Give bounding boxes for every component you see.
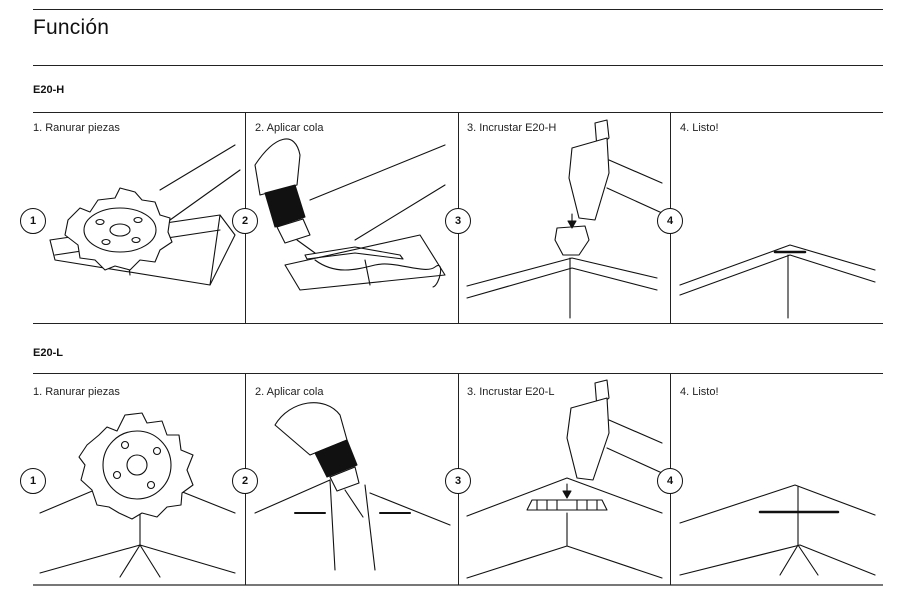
glue-bottle-icon — [254, 138, 446, 291]
step-label: 1. Ranurar piezas — [33, 122, 120, 134]
step-label: 4. Listo! — [680, 386, 719, 398]
step-label: 3. Incrustar E20-H — [467, 122, 557, 134]
finished-joint-icon — [679, 244, 876, 319]
grooving-cutter-icon — [49, 144, 241, 286]
finished-joint-icon — [679, 484, 876, 576]
step-number-badge: 2 — [232, 468, 258, 494]
grooving-cutter-icon — [39, 412, 236, 578]
hammer-connector-icon — [466, 379, 663, 579]
step-number-badge: 4 — [657, 468, 683, 494]
step-label: 3. Incrustar E20-L — [467, 386, 555, 398]
step-label: 1. Ranurar piezas — [33, 386, 120, 398]
section-title-e20-h: E20-H — [33, 84, 65, 96]
section-title-e20-l: E20-L — [33, 347, 63, 359]
section-bottom-rule-e20-l — [33, 584, 883, 586]
step-number-badge: 4 — [657, 208, 683, 234]
step-number-badge: 1 — [20, 208, 46, 234]
step-number-badge: 1 — [20, 468, 46, 494]
step-label: 2. Aplicar cola — [255, 122, 324, 134]
top-rule — [33, 9, 883, 10]
glue-bottle-icon — [254, 402, 451, 571]
step-number-badge: 3 — [445, 468, 471, 494]
step-label: 2. Aplicar cola — [255, 386, 324, 398]
hammer-connector-icon — [466, 119, 663, 319]
title-rule — [33, 65, 883, 66]
step-number-badge: 3 — [445, 208, 471, 234]
page-title: Función — [33, 16, 110, 39]
step-label: 4. Listo! — [680, 122, 719, 134]
step-number-badge: 2 — [232, 208, 258, 234]
